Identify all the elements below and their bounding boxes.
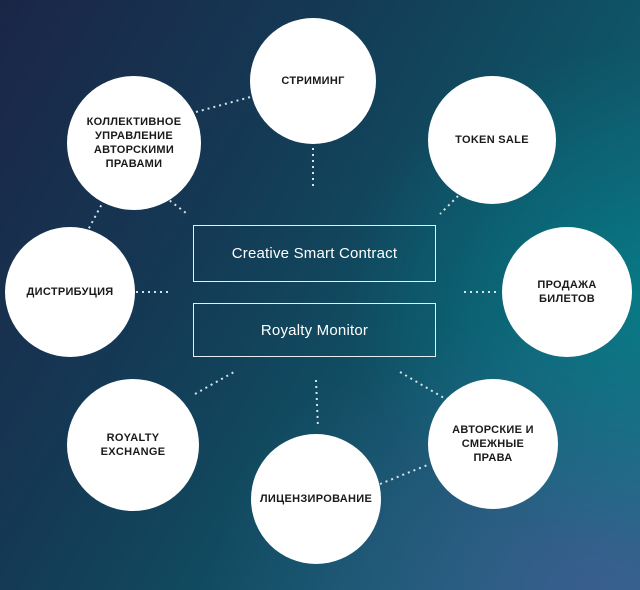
creative-smart-contract-label: Creative Smart Contract — [231, 245, 398, 262]
node-royalty-exchange: ROYALTY EXCHANGE — [67, 379, 199, 511]
connector-collective-streaming — [195, 95, 255, 113]
node-streaming: СТРИМИНГ — [250, 18, 376, 144]
royalty-monitor-label: Royalty Monitor — [260, 321, 369, 339]
connector-copyright-center — [399, 371, 445, 399]
connector-licensing — [315, 379, 319, 429]
node-licensing-label: ЛИЦЕНЗИРОВАНИЕ — [259, 493, 373, 505]
node-distribution-label: ДИСТРИБУЦИЯ — [26, 286, 114, 298]
connector-collective-distribution — [87, 199, 105, 231]
connector-token-sale — [439, 195, 459, 215]
royalty-monitor-box: Royalty Monitor — [193, 303, 436, 357]
node-collective-rights-label: КОЛЛЕКТИВНОЕ УПРАВЛЕНИЕ АВТОРСКИМИ ПРАВА… — [86, 116, 182, 170]
node-copyright-related-label: АВТОРСКИЕ И СМЕЖНЫЕ ПРАВА — [452, 424, 534, 464]
connector-royalty-exchange — [194, 371, 235, 395]
node-streaming-label: СТРИМИНГ — [281, 75, 345, 87]
node-ticket-sales-label: ПРОДАЖА БИЛЕТОВ — [537, 279, 597, 305]
node-licensing: ЛИЦЕНЗИРОВАНИЕ — [251, 434, 381, 564]
node-token-sale: TOKEN SALE — [428, 76, 556, 204]
node-copyright-related-rights: АВТОРСКИЕ И СМЕЖНЫЕ ПРАВА — [428, 379, 558, 509]
connector-collective-center — [164, 196, 187, 214]
node-royalty-exchange-label: ROYALTY EXCHANGE — [100, 432, 166, 458]
node-collective-rights-management: КОЛЛЕКТИВНОЕ УПРАВЛЕНИЕ АВТОРСКИМИ ПРАВА… — [67, 76, 201, 210]
node-ticket-sales: ПРОДАЖА БИЛЕТОВ — [502, 227, 632, 357]
creative-smart-contract-box: Creative Smart Contract — [193, 225, 436, 282]
node-token-sale-label: TOKEN SALE — [455, 134, 529, 146]
connector-copyright-licensing — [379, 463, 431, 485]
node-distribution: ДИСТРИБУЦИЯ — [5, 227, 135, 357]
